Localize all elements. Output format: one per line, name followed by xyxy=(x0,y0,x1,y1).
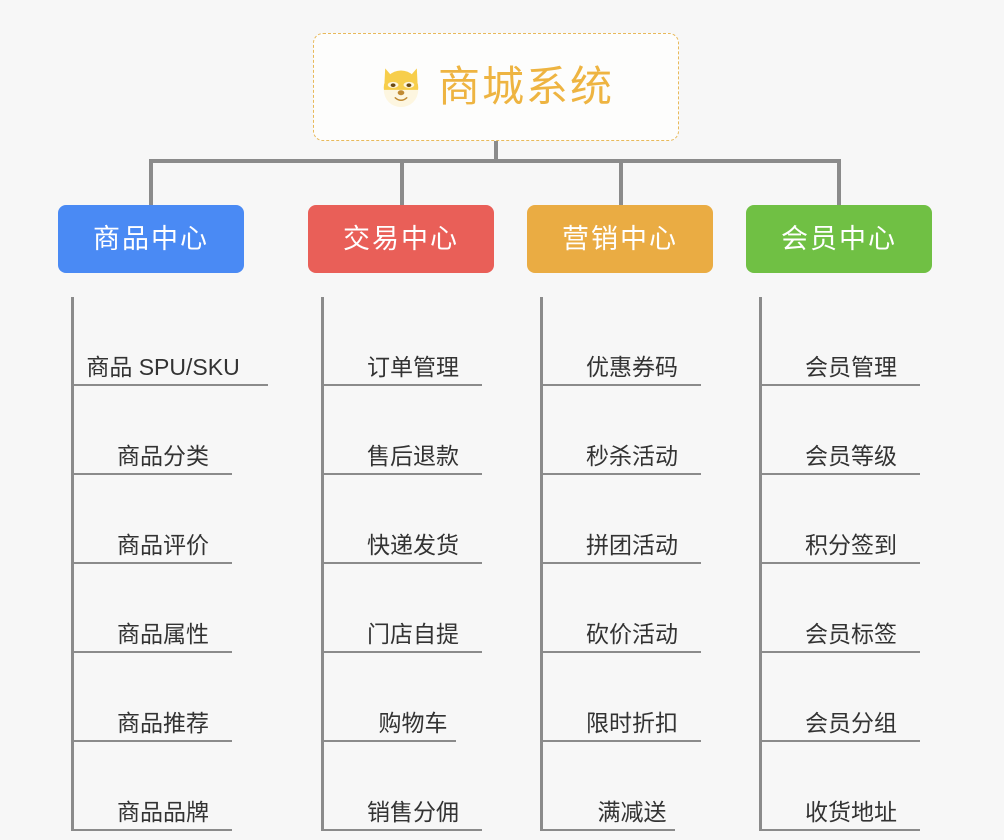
leaf-item[interactable]: 商品分类 xyxy=(74,386,244,475)
category-column-product: 商品中心 商品 SPU/SKU 商品分类 商品评价 商品属性 商品推荐 商品品牌 xyxy=(58,205,268,831)
leaf-list-product: 商品 SPU/SKU 商品分类 商品评价 商品属性 商品推荐 商品品牌 xyxy=(71,297,268,831)
leaf-label: 商品评价 xyxy=(117,531,209,558)
leaf-label: 销售分佣 xyxy=(367,798,459,825)
category-column-member: 会员中心 会员管理 会员等级 积分签到 会员标签 会员分组 收货地址 xyxy=(746,205,932,831)
category-column-marketing: 营销中心 优惠券码 秒杀活动 拼团活动 砍价活动 限时折扣 满减送 xyxy=(527,205,713,831)
leaf-item[interactable]: 商品属性 xyxy=(74,564,244,653)
leaf-label: 砍价活动 xyxy=(586,620,678,647)
category-column-trade: 交易中心 订单管理 售后退款 快递发货 门店自提 购物车 销售分佣 xyxy=(308,205,494,831)
category-header-trade[interactable]: 交易中心 xyxy=(308,205,494,273)
leaf-item[interactable]: 优惠券码 xyxy=(543,297,713,386)
leaf-label: 会员管理 xyxy=(805,353,897,380)
category-header-member[interactable]: 会员中心 xyxy=(746,205,932,273)
connector-drop-2 xyxy=(400,159,404,205)
leaf-item[interactable]: 销售分佣 xyxy=(324,742,494,831)
leaf-label: 售后退款 xyxy=(367,442,459,469)
leaf-label: 满减送 xyxy=(597,798,667,825)
connector-horizontal-bus xyxy=(149,159,841,163)
connector-drop-1 xyxy=(149,159,153,205)
leaf-label: 商品属性 xyxy=(117,620,209,647)
leaf-item[interactable]: 门店自提 xyxy=(324,564,494,653)
leaf-item[interactable]: 积分签到 xyxy=(762,475,932,564)
leaf-label: 商品 SPU/SKU xyxy=(86,353,240,380)
leaf-item[interactable]: 购物车 xyxy=(324,653,494,742)
shiba-dog-face-icon xyxy=(383,68,419,108)
leaf-list-member: 会员管理 会员等级 积分签到 会员标签 会员分组 收货地址 xyxy=(759,297,932,831)
connector-root-stem xyxy=(494,141,498,162)
leaf-list-trade: 订单管理 售后退款 快递发货 门店自提 购物车 销售分佣 xyxy=(321,297,494,831)
category-header-marketing[interactable]: 营销中心 xyxy=(527,205,713,273)
leaf-label: 门店自提 xyxy=(367,620,459,647)
leaf-label: 订单管理 xyxy=(367,353,459,380)
leaf-item[interactable]: 商品品牌 xyxy=(74,742,244,831)
category-label: 营销中心 xyxy=(562,223,678,254)
leaf-label: 积分签到 xyxy=(805,531,897,558)
leaf-label: 拼团活动 xyxy=(586,531,678,558)
leaf-label: 优惠券码 xyxy=(586,353,678,380)
leaf-label: 购物车 xyxy=(378,709,448,736)
leaf-label: 商品推荐 xyxy=(117,709,209,736)
category-label: 会员中心 xyxy=(781,223,897,254)
leaf-list-marketing: 优惠券码 秒杀活动 拼团活动 砍价活动 限时折扣 满减送 xyxy=(540,297,713,831)
leaf-item[interactable]: 收货地址 xyxy=(762,742,932,831)
leaf-label: 会员等级 xyxy=(805,442,897,469)
leaf-label: 商品分类 xyxy=(117,442,209,469)
leaf-item[interactable]: 会员管理 xyxy=(762,297,932,386)
leaf-label: 商品品牌 xyxy=(117,798,209,825)
category-label: 商品中心 xyxy=(93,223,209,254)
leaf-label: 收货地址 xyxy=(805,798,897,825)
leaf-item[interactable]: 商品推荐 xyxy=(74,653,244,742)
leaf-item[interactable]: 售后退款 xyxy=(324,386,494,475)
leaf-item[interactable]: 商品评价 xyxy=(74,475,244,564)
leaf-label: 快递发货 xyxy=(367,531,459,558)
leaf-item[interactable]: 快递发货 xyxy=(324,475,494,564)
connector-drop-4 xyxy=(837,159,841,205)
leaf-item[interactable]: 满减送 xyxy=(543,742,713,831)
leaf-item[interactable]: 限时折扣 xyxy=(543,653,713,742)
leaf-item[interactable]: 秒杀活动 xyxy=(543,386,713,475)
leaf-item[interactable]: 会员标签 xyxy=(762,564,932,653)
leaf-label: 会员标签 xyxy=(805,620,897,647)
leaf-label: 秒杀活动 xyxy=(586,442,678,469)
leaf-item[interactable]: 砍价活动 xyxy=(543,564,713,653)
connector-drop-3 xyxy=(619,159,623,205)
leaf-item[interactable]: 商品 SPU/SKU xyxy=(74,297,268,386)
root-node[interactable]: 商城系统 xyxy=(313,33,679,141)
category-label: 交易中心 xyxy=(343,223,459,254)
leaf-label: 限时折扣 xyxy=(586,709,678,736)
leaf-item[interactable]: 会员等级 xyxy=(762,386,932,475)
leaf-item[interactable]: 会员分组 xyxy=(762,653,932,742)
leaf-item[interactable]: 订单管理 xyxy=(324,297,494,386)
root-title: 商城系统 xyxy=(437,63,614,110)
category-header-product[interactable]: 商品中心 xyxy=(58,205,244,273)
leaf-item[interactable]: 拼团活动 xyxy=(543,475,713,564)
leaf-label: 会员分组 xyxy=(805,709,897,736)
